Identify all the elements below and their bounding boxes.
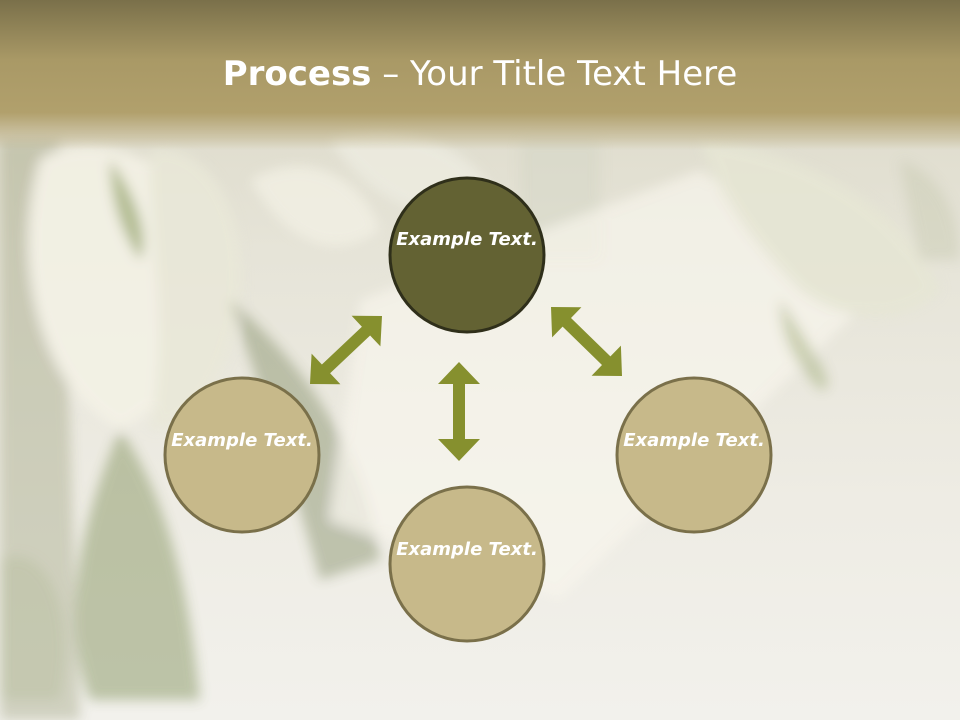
title-rest: – Your Title Text Here: [371, 54, 738, 94]
process-node-right: [615, 376, 773, 534]
process-node-top: [388, 176, 546, 334]
arrow-top-right: [551, 307, 622, 376]
node-label-left: Example Text.: [171, 430, 313, 451]
arrow-left-top: [310, 315, 382, 385]
process-nodes: [163, 176, 773, 643]
slide-title: Process – Your Title Text Here: [0, 52, 960, 96]
node-label-right: Example Text.: [623, 430, 765, 451]
connector-arrows: [310, 307, 622, 461]
title-bold: Process: [222, 54, 372, 94]
process-node-left: [163, 376, 321, 534]
node-label-bottom: Example Text.: [396, 539, 538, 560]
arrow-center-vertical: [438, 362, 480, 461]
node-label-top: Example Text.: [396, 229, 538, 250]
title-band: [0, 0, 960, 150]
process-node-bottom: [388, 485, 546, 643]
